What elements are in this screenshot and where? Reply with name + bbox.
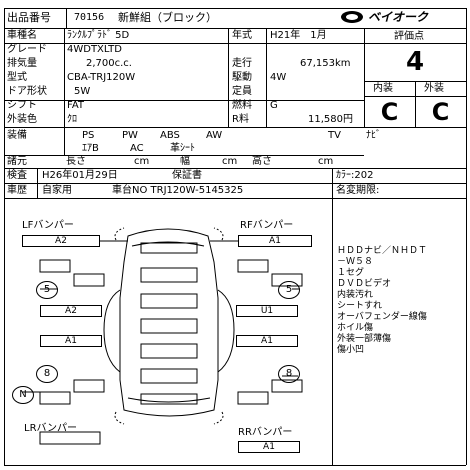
exterior-grade: C	[431, 98, 450, 126]
shift-label: シフト	[7, 100, 37, 111]
chassis-number: 車台NO TRJ120W-5145325	[112, 185, 244, 196]
type-label: 型式	[7, 72, 27, 83]
right-rear-door-box: A1	[236, 335, 298, 347]
warranty: 保証書	[172, 170, 202, 181]
right-front-door-code: U1	[260, 306, 274, 316]
tire-lr: 8	[36, 365, 58, 383]
door-value: 5W	[74, 86, 91, 97]
equip-abs: ABS	[160, 130, 180, 141]
dimensions-label: 諸元	[7, 156, 27, 167]
mileage-value: 67,153km	[300, 58, 351, 69]
height-unit: cm	[318, 156, 334, 167]
shift-value: FAT	[67, 100, 85, 111]
length-label: 長さ	[66, 156, 86, 167]
displacement-value: 2,700c.c.	[86, 58, 132, 69]
lot-number: 70156	[74, 12, 105, 23]
year-label: 年式	[232, 30, 252, 41]
tire-rr: 8	[278, 365, 300, 383]
equip-ac: AC	[130, 143, 144, 154]
remark-line: １セグ	[337, 268, 365, 278]
tagline: 新鮮組（ブロック）	[118, 11, 217, 24]
color-label: 外装色	[7, 114, 37, 125]
inspection-date: H26年01月29日	[42, 170, 118, 181]
remark-line: ＨＤＤナビ／ＮＨＤＴ	[337, 246, 428, 256]
color-value: ｸﾛ	[67, 114, 77, 125]
reg-label: 車歴	[7, 185, 27, 196]
mileage-label: 走行	[232, 58, 252, 69]
model-label: 車種名	[7, 30, 37, 41]
remark-line: 外装一部薄傷	[337, 334, 392, 344]
lot-label: 出品番号	[7, 11, 51, 24]
equip-airbag: ｴｱB	[82, 143, 99, 154]
tire-rf: 5	[278, 281, 300, 299]
lf-bumper-box: A2	[22, 235, 100, 247]
lr-bumper-label: LRバンパー	[24, 423, 78, 434]
equip-leather: 革ｼｰﾄ	[170, 143, 195, 154]
right-front-door-box: U1	[236, 305, 298, 317]
drive-label: 駆動	[232, 72, 252, 83]
remark-line: －Ｗ５８	[337, 257, 374, 267]
equip-aw: AW	[206, 130, 223, 141]
interior-label: 内装	[373, 83, 393, 94]
type-value: CBA-TRJ120W	[67, 72, 136, 83]
inspection-label: 検査	[7, 170, 27, 181]
equip-navi: ﾅﾋﾞ	[366, 130, 381, 141]
drive-value: 4W	[270, 72, 287, 83]
left-rear-door-box: A1	[40, 335, 102, 347]
r-label: R料	[232, 114, 249, 125]
grade-label: グレード	[7, 44, 47, 55]
rr-bumper-code: A1	[263, 442, 275, 452]
rf-bumper-label: RFバンパー	[240, 220, 294, 231]
color-code: ｶﾗｰ:202	[336, 170, 374, 181]
capacity-label: 定員	[232, 86, 252, 97]
equip-tv: TV	[328, 130, 341, 141]
width-label: 幅	[180, 156, 190, 167]
remarks-list: ＨＤＤナビ／ＮＨＤＴ －Ｗ５８ １セグ ＤＶＤビデオ 内装汚れ シートすれ オー…	[337, 246, 463, 356]
left-rear-door-code: A1	[65, 336, 77, 346]
name-change-deadline: 名変期限:	[336, 185, 380, 196]
logo-text: ベイオーク	[368, 10, 429, 24]
left-front-door-box: A2	[40, 305, 102, 317]
equip-ps: PS	[82, 130, 95, 141]
fuel-label: 燃料	[232, 100, 252, 111]
grade-value: 4WDTXLTD	[67, 44, 122, 55]
interior-grade: C	[380, 98, 399, 126]
remark-line: ＤＶＤビデオ	[337, 279, 392, 289]
door-label: ドア形状	[7, 86, 47, 97]
fuel-value: G	[270, 100, 278, 111]
length-unit: cm	[134, 156, 150, 167]
lf-bumper-code: A2	[55, 236, 67, 246]
remark-line: オーバフェンダー線傷	[337, 312, 427, 322]
equipment-label: 装備	[7, 130, 27, 141]
equip-pw: PW	[122, 130, 138, 141]
year-value: H21年 1月	[270, 30, 327, 41]
displacement-label: 排気量	[7, 58, 37, 69]
model-value: ﾗﾝｸﾙﾌﾟﾗﾄﾞ 5D	[67, 30, 130, 41]
rr-bumper-label: RRバンパー	[238, 427, 293, 438]
exterior-label: 外装	[424, 83, 444, 94]
rf-bumper-code: A1	[269, 236, 281, 246]
remark-line: 傷小凹	[337, 345, 365, 355]
spare-tire: N	[12, 386, 34, 404]
tire-lf: 5	[36, 281, 58, 299]
remark-line: ホイル傷	[337, 323, 374, 333]
r-value: 11,580円	[308, 114, 353, 125]
reg-value: 自家用	[42, 185, 72, 196]
width-unit: cm	[222, 156, 238, 167]
bayauc-logo-icon	[340, 10, 364, 24]
remark-line: シートすれ	[337, 301, 383, 311]
score-value: 4	[405, 47, 425, 77]
remark-line: 内装汚れ	[337, 290, 374, 300]
right-rear-door-code: A1	[261, 336, 273, 346]
height-label: 高さ	[252, 156, 272, 167]
score-label: 評価点	[394, 31, 424, 42]
rf-bumper-box: A1	[238, 235, 312, 247]
lf-bumper-label: LFバンパー	[22, 220, 74, 231]
rr-bumper-box: A1	[238, 441, 300, 453]
left-front-door-code: A2	[65, 306, 77, 316]
